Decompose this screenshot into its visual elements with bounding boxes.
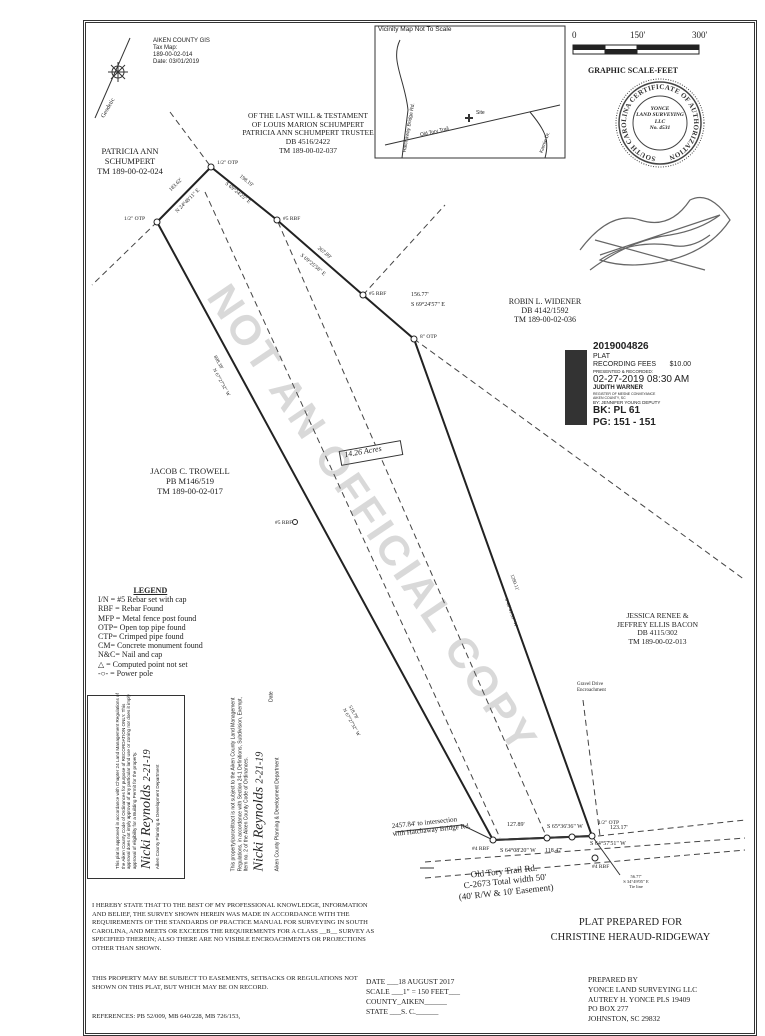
call-bearing: S 69°24'57" E: [411, 302, 445, 308]
recording-stamp: 2019004826 PLAT RECORDING FEES $10.00 PR…: [593, 341, 692, 428]
surveyor-seal: [615, 78, 705, 168]
approval-text: This plat is approved in accordance with…: [114, 693, 138, 870]
approval-box-exempt: This property/parcel/tract is not subjec…: [190, 691, 324, 879]
approval-signature: Nicki Reynolds: [251, 786, 267, 872]
call-distance: 123.17': [610, 825, 628, 831]
vicinity-roads: [384, 39, 561, 159]
north-arrow-icon: [94, 37, 131, 119]
intersection-leader: [394, 824, 494, 841]
call-bearing: S 64°57'51" W: [590, 841, 626, 847]
point-label: 8" OTP: [420, 334, 437, 340]
call-distance: 156.77': [411, 292, 429, 298]
approval-dept: Aiken County Planning & Development Depa…: [155, 764, 161, 870]
call-distance: 118.47': [545, 848, 563, 854]
point-label: #5 RBF: [369, 291, 387, 297]
approval-dept: Aiken County Planning & Development Depa…: [274, 757, 281, 872]
easement-note: THIS PROPERTY MAY BE SUBJECT TO EASEMENT…: [92, 975, 358, 991]
point-label: #4 RBF: [592, 864, 610, 870]
graphic-scale-bar: [572, 44, 700, 55]
references: REFERENCES: PB 52/009, MB 640/228, MB 72…: [92, 1013, 241, 1020]
vicinity-title: Vicinity Map Not To Scale: [378, 26, 452, 33]
approval-signature: Nicki Reynolds: [138, 784, 154, 870]
approval-box-recordation: This plat is approved in accordance with…: [87, 693, 185, 879]
recording-barcode: [565, 350, 587, 425]
approval-date: 2-21-19: [254, 751, 266, 784]
point-label: 1/2" OTP: [124, 216, 146, 222]
call-bearing: S 65°36'36" W: [547, 824, 583, 830]
acreage-box: [338, 440, 404, 466]
point-label: #5 RBF: [275, 520, 293, 526]
point-label: #4 RBF: [472, 846, 490, 852]
point-label: 1/2" OTP: [598, 820, 620, 826]
scale-tick-150: 150': [630, 30, 646, 40]
tie-line: [591, 835, 621, 876]
vicinity-site-label: Site: [476, 110, 485, 116]
surveyor-signature: [579, 196, 731, 271]
point-label: #5 RBF: [283, 216, 301, 222]
scale-label: GRAPHIC SCALE-FEET: [588, 66, 679, 75]
call-bearing: S 64°08'20" W: [500, 848, 536, 854]
call-distance: 127.89': [507, 822, 525, 828]
approval-text: This property/parcel/tract is not subjec…: [230, 697, 250, 872]
vicinity-map-box: [374, 25, 566, 159]
point-label: 1/2" OTP: [217, 160, 239, 166]
scale-tick-0: 0: [572, 30, 577, 40]
surveyor-certification: I HEREBY STATE THAT TO THE BEST OF MY PR…: [92, 902, 375, 952]
scale-tick-300: 300': [692, 30, 708, 40]
dashed-lines: [91, 111, 746, 879]
approval-date: 2-21-19: [141, 749, 153, 782]
site-marker-icon: [465, 114, 473, 122]
road-frontage: [492, 835, 593, 841]
monument-markers: [153, 163, 599, 862]
